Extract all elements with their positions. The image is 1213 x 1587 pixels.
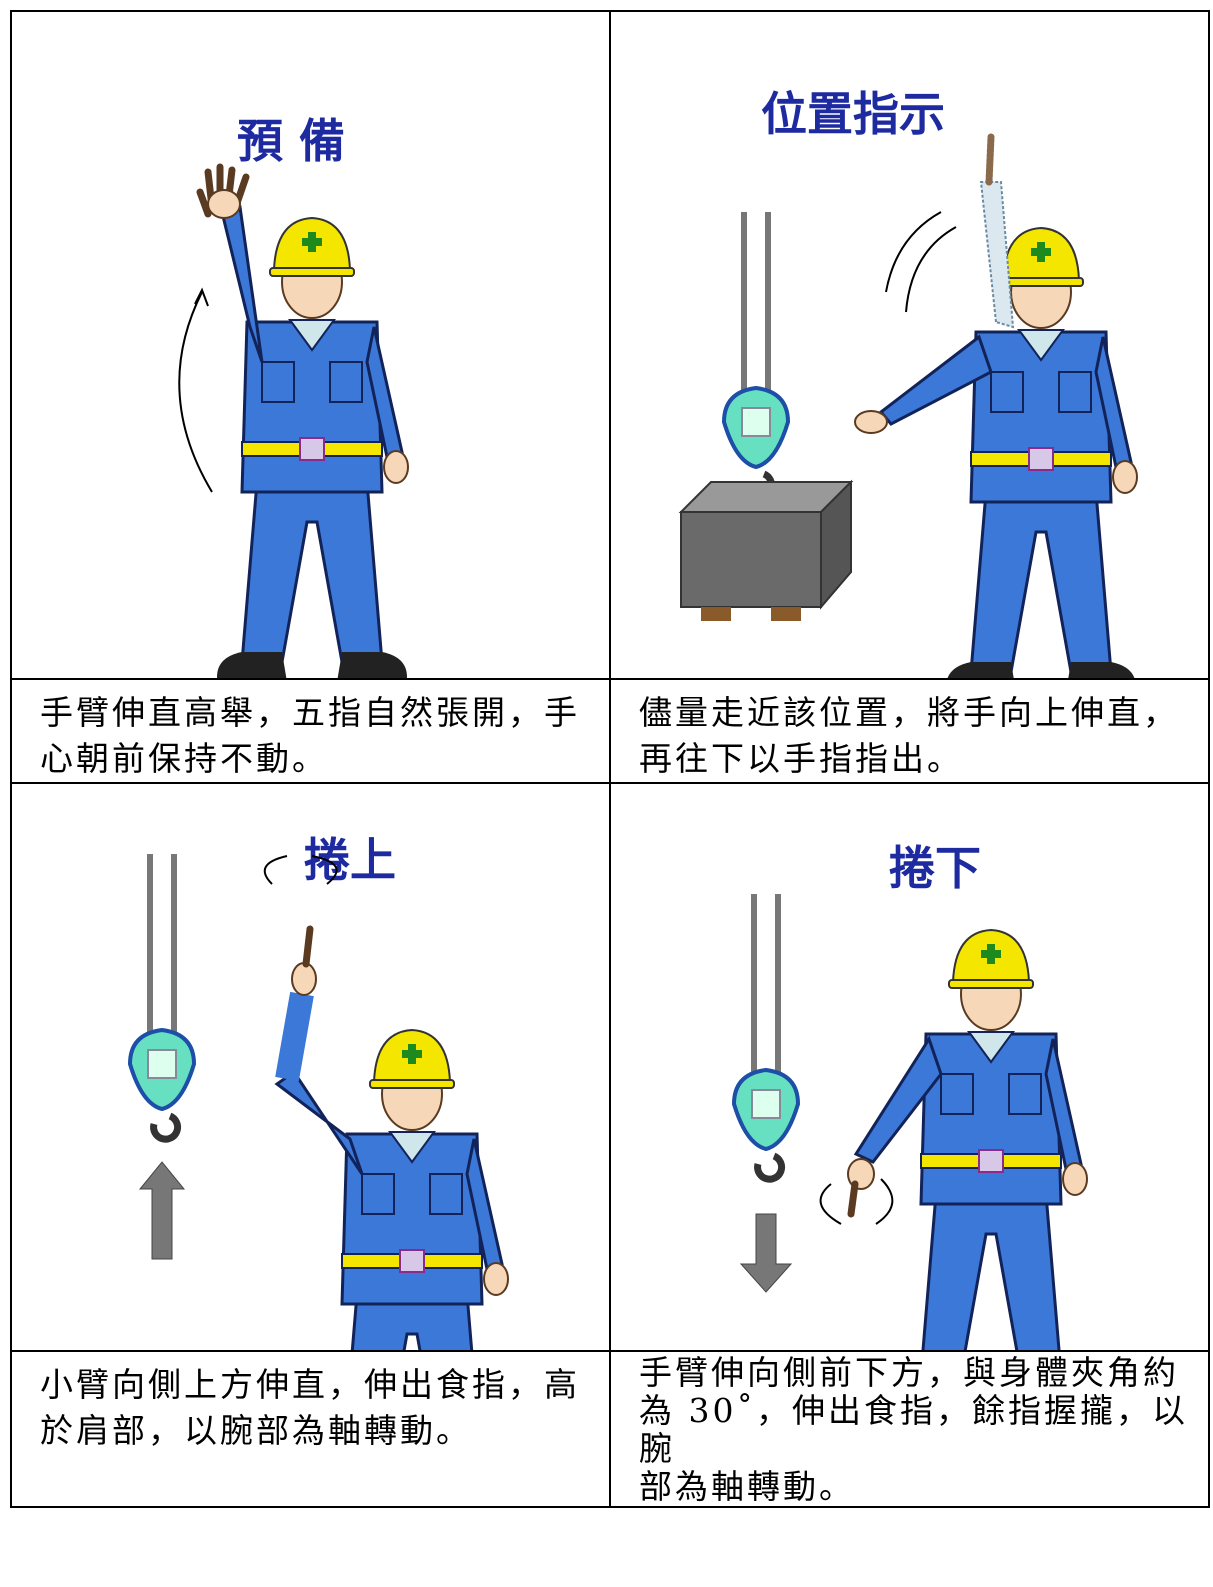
panel-title: 位置指示 bbox=[761, 87, 945, 141]
panel-position-caption-cell: 儘量走近該位置，將手向上伸直， 再往下以手指指出。 bbox=[609, 678, 1210, 784]
up-arrow-icon bbox=[138, 1161, 186, 1260]
crane-hook-icon bbox=[724, 212, 788, 497]
worker-figure-icon bbox=[274, 925, 510, 1350]
panel-hoist-down-caption-cell: 手臂伸向側前下方，與身體夾角約 為 30˚，伸出食指，餘指握攏，以腕 部為軸轉動… bbox=[609, 1350, 1210, 1508]
crane-hook-icon bbox=[130, 854, 194, 1139]
panel-hoist-down-image: 捲下 bbox=[609, 782, 1210, 1352]
curved-arrow-icon bbox=[178, 291, 213, 493]
curved-arrows-icon bbox=[885, 211, 942, 293]
worker-figure-icon bbox=[854, 133, 1139, 678]
crane-hook-icon bbox=[734, 894, 798, 1179]
panel-position-image: 位置指示 bbox=[609, 10, 1210, 680]
signal-table: 預 備 位置指示 bbox=[10, 10, 1210, 1508]
panel-caption: 手臂伸向側前下方，與身體夾角約 為 30˚，伸出食指，餘指握攏，以腕 部為軸轉動… bbox=[639, 1353, 1188, 1506]
panel-ready-caption-cell: 手臂伸直高舉，五指自然張開，手 心朝前保持不動。 bbox=[10, 678, 611, 784]
down-arrow-icon bbox=[739, 1213, 793, 1293]
rotation-arrows-icon bbox=[819, 1178, 894, 1225]
panel-caption: 小臂向側上方伸直，伸出食指，高 於肩部，以腕部為軸轉動。 bbox=[40, 1365, 580, 1450]
panel-caption: 手臂伸直高舉，五指自然張開，手 心朝前保持不動。 bbox=[40, 693, 580, 778]
panel-title: 預 備 bbox=[237, 114, 345, 168]
panel-hoist-up-caption-cell: 小臂向側上方伸直，伸出食指，高 於肩部，以腕部為軸轉動。 bbox=[10, 1350, 611, 1508]
panel-title: 捲下 bbox=[889, 841, 981, 895]
panel-hoist-up-image: 捲上 bbox=[10, 782, 611, 1352]
cargo-box-icon bbox=[678, 479, 854, 621]
panel-caption: 儘量走近該位置，將手向上伸直， 再往下以手指指出。 bbox=[639, 693, 1179, 778]
rotation-arrows-icon bbox=[263, 855, 338, 885]
worker-figure-icon bbox=[196, 163, 410, 678]
panel-ready-image: 預 備 bbox=[10, 10, 611, 680]
panel-title: 捲上 bbox=[304, 833, 396, 887]
worker-figure-icon bbox=[847, 928, 1089, 1350]
